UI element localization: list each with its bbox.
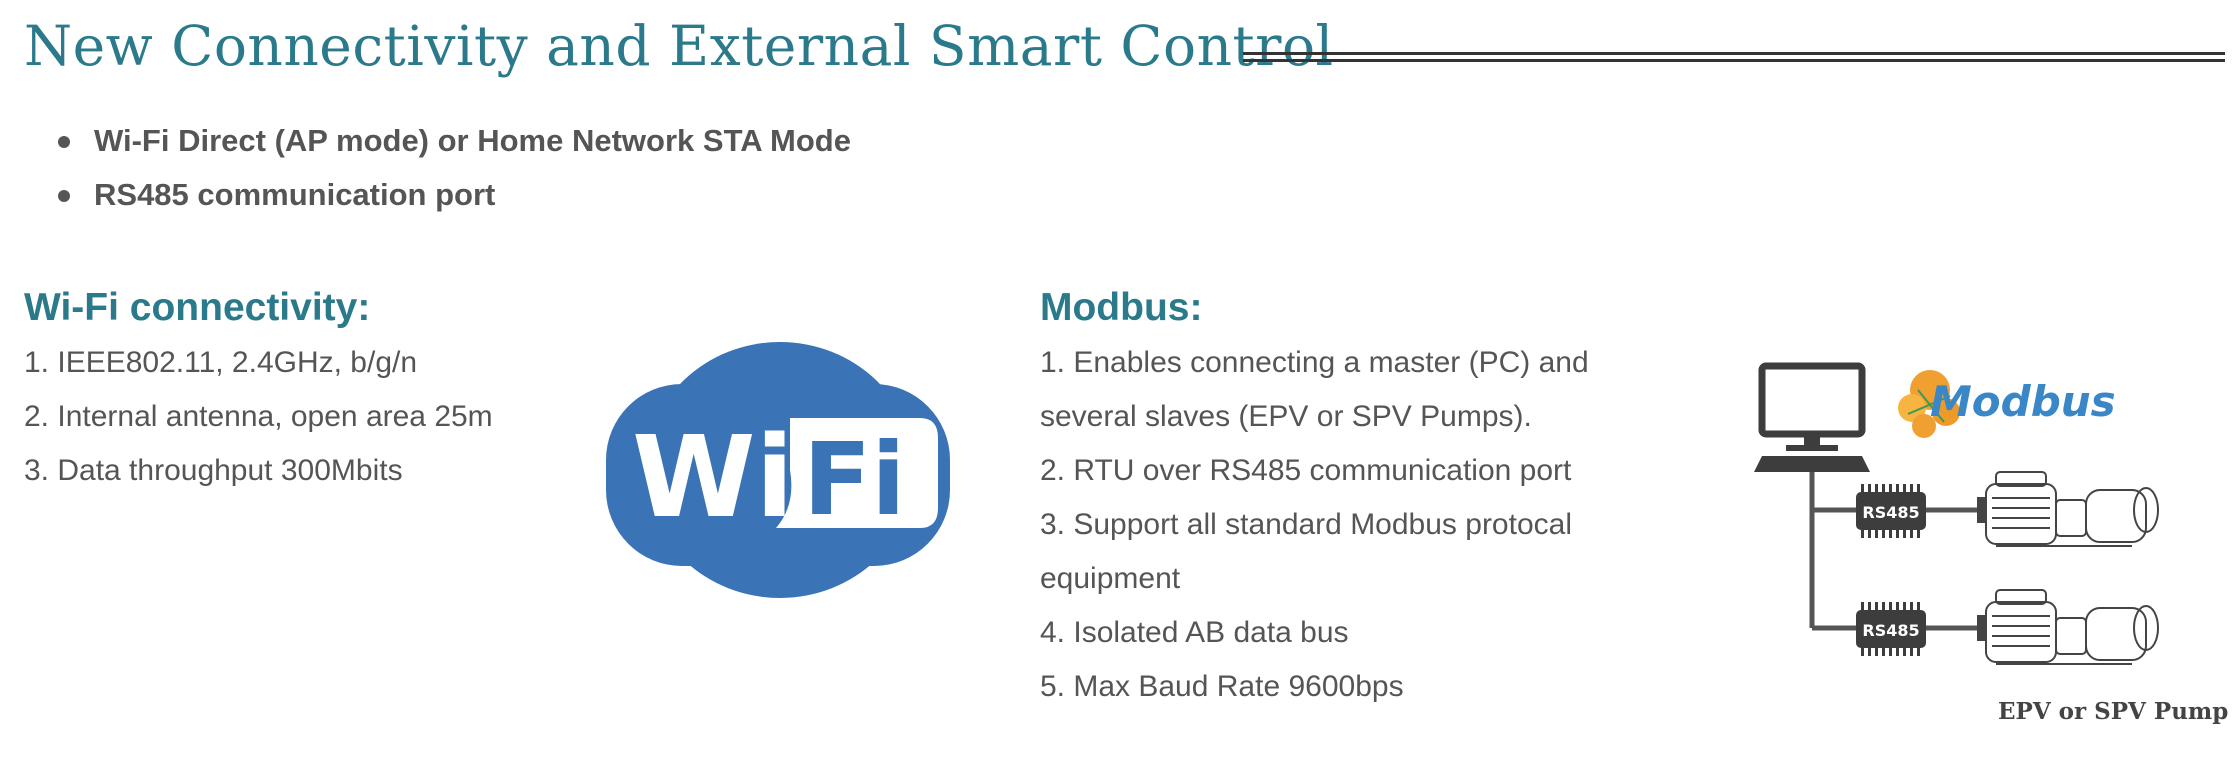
bullet-item: Wi-Fi Direct (AP mode) or Home Network S… xyxy=(56,114,851,168)
feature-bullets: Wi-Fi Direct (AP mode) or Home Network S… xyxy=(56,114,851,222)
rs485-module-icon: RS485 xyxy=(1856,602,1926,656)
bus-lines xyxy=(1809,472,1978,631)
wifi-logo: Wi Fi xyxy=(606,342,950,598)
modbus-spec-line: equipment xyxy=(1040,562,1181,595)
page-title: New Connectivity and External Smart Cont… xyxy=(24,14,1334,78)
wifi-spec-item: 1. IEEE802.11, 2.4GHz, b/g/n xyxy=(24,346,418,379)
rs485-label: RS485 xyxy=(1862,503,1919,522)
title-double-rule xyxy=(1243,52,2225,62)
modbus-spec-line: 5. Max Baud Rate 9600bps xyxy=(1040,670,1404,703)
pump-icon xyxy=(1977,589,2159,665)
bullet-text: Wi-Fi Direct (AP mode) or Home Network S… xyxy=(94,123,851,158)
wifi-heading: Wi-Fi connectivity: xyxy=(24,286,371,329)
modbus-logo: Modbus xyxy=(1898,370,2116,438)
pump-icon xyxy=(1977,471,2159,547)
rs485-module-icon: RS485 xyxy=(1856,484,1926,538)
modbus-network-diagram: Modbus RS485 xyxy=(1754,362,2159,665)
modbus-spec-line: 1. Enables connecting a master (PC) and xyxy=(1040,346,1589,379)
modbus-spec-line: several slaves (EPV or SPV Pumps). xyxy=(1040,400,1532,433)
computer-icon xyxy=(1754,362,1870,472)
wifi-logo-left-text: Wi xyxy=(632,413,794,543)
bullet-item: RS485 communication port xyxy=(56,168,851,222)
modbus-spec-line: 3. Support all standard Modbus protocal xyxy=(1040,508,1572,541)
wifi-spec-list: 1. IEEE802.11, 2.4GHz, b/g/n 2. Internal… xyxy=(24,336,493,498)
pump-caption: EPV or SPV Pump xyxy=(1998,698,2229,725)
modbus-spec-line: 2. RTU over RS485 communication port xyxy=(1040,454,1572,487)
bullet-icon xyxy=(58,136,70,148)
wifi-spec-item: 3. Data throughput 300Mbits xyxy=(24,454,403,487)
modbus-heading: Modbus: xyxy=(1040,286,1203,329)
modbus-spec-list: 1. Enables connecting a master (PC) and … xyxy=(1040,336,1589,714)
wifi-spec-item: 2. Internal antenna, open area 25m xyxy=(24,400,493,433)
modbus-spec-line: 4. Isolated AB data bus xyxy=(1040,616,1349,649)
modbus-logo-text: Modbus xyxy=(1930,377,2116,426)
bullet-text: RS485 communication port xyxy=(94,177,496,212)
wifi-logo-right-text: Fi xyxy=(803,421,906,538)
bullet-icon xyxy=(58,190,70,202)
rs485-label: RS485 xyxy=(1862,621,1919,640)
wifi-logo-bubble xyxy=(776,418,938,528)
